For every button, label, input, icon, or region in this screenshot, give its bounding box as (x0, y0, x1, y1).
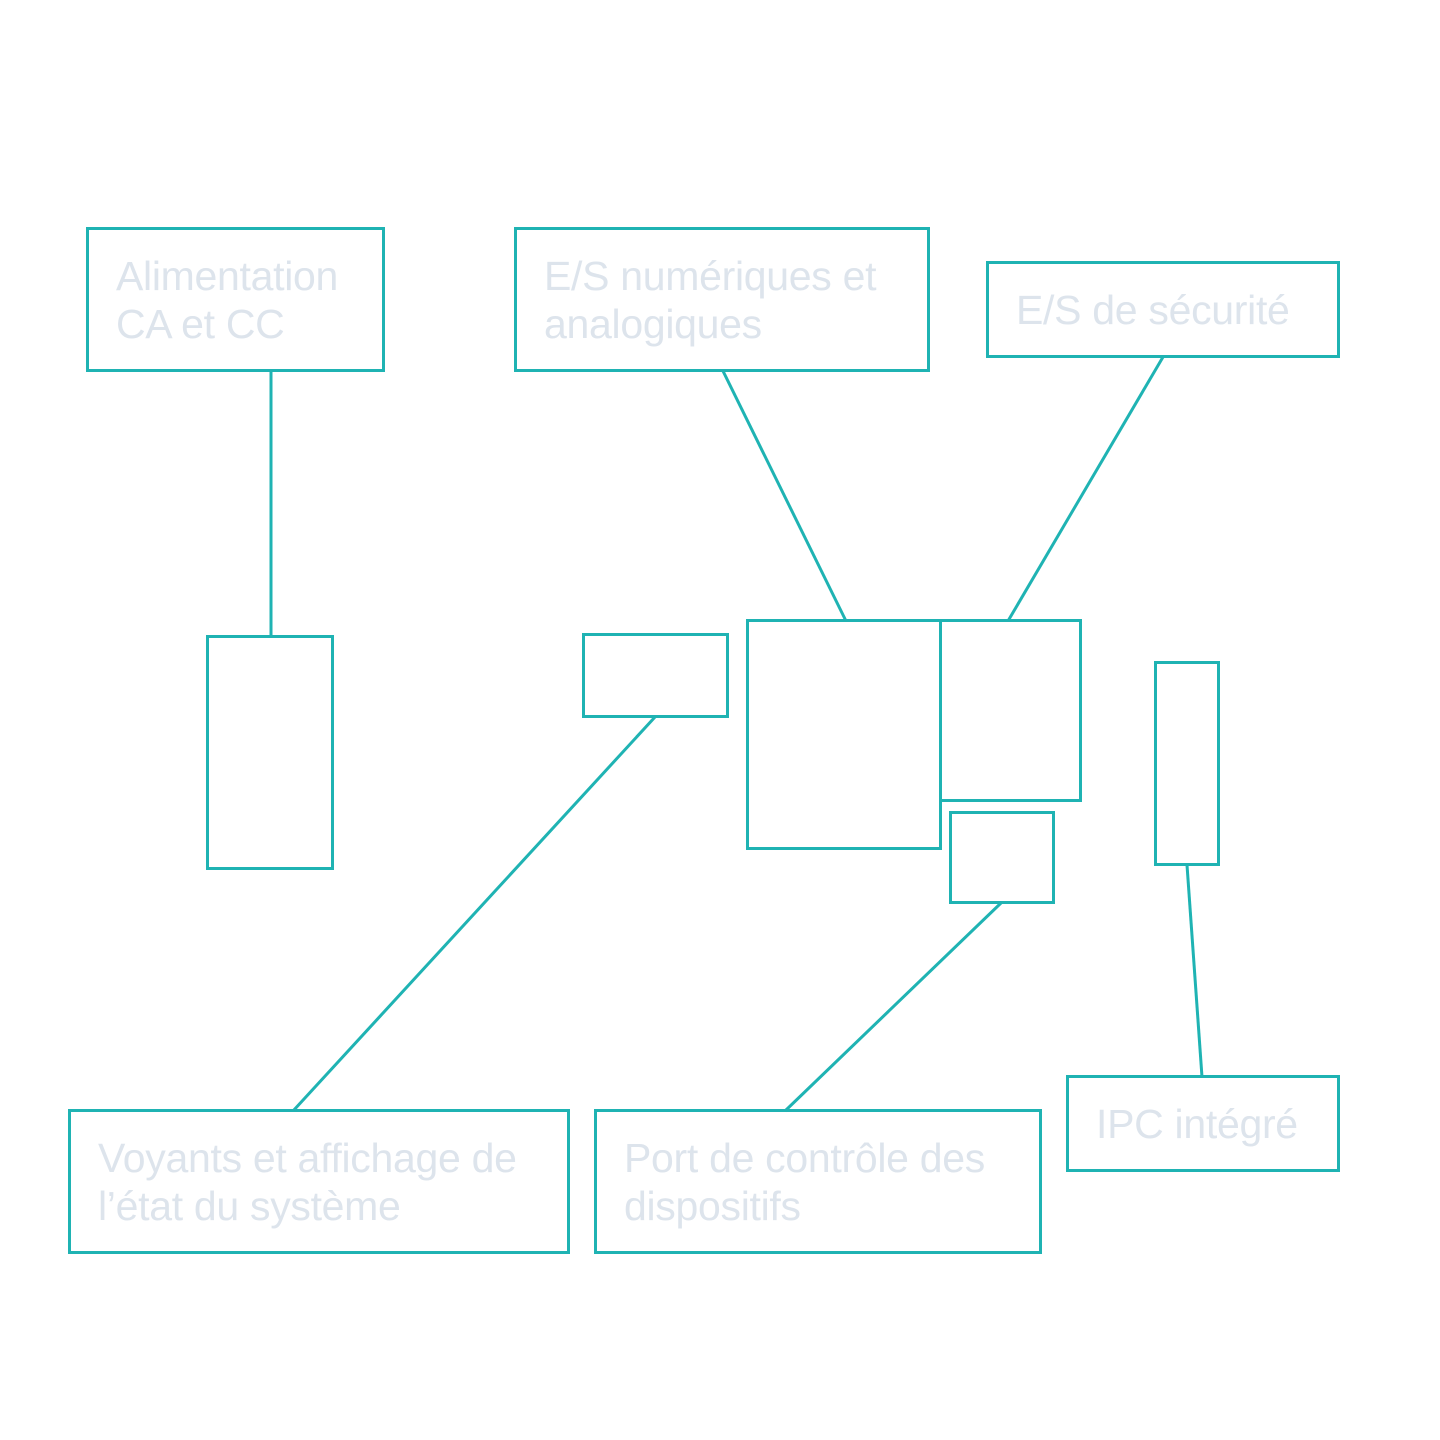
power-label: Alimentation CA et CC (116, 252, 339, 347)
status-display-label: Voyants et affichage de l’état du systèm… (98, 1134, 517, 1229)
status-display-component (582, 633, 729, 718)
ipc-connector-line (1185, 864, 1204, 1078)
digital-analog-io-label: E/S numériques et analogiques (544, 252, 877, 347)
safety-io-label: E/S de sécurité (1016, 286, 1290, 333)
device-port-connector-line (783, 901, 1003, 1113)
digital-analog-io-component (746, 619, 942, 850)
ipc-label: IPC intégré (1096, 1100, 1298, 1147)
ipc-component (1154, 661, 1220, 866)
status-display-label-box: Voyants et affichage de l’état du systèm… (68, 1109, 570, 1254)
safety-io-component (939, 619, 1082, 802)
status-display-connector-line (291, 715, 657, 1113)
digital-analog-io-connector-line (721, 370, 848, 622)
power-label-box: Alimentation CA et CC (86, 227, 385, 372)
power-supply-component (206, 635, 334, 870)
safety-io-label-box: E/S de sécurité (986, 261, 1340, 358)
safety-io-connector-line (1006, 356, 1165, 622)
device-port-component (949, 811, 1055, 904)
device-port-label-box: Port de contrôle des dispositifs (594, 1109, 1042, 1254)
ipc-label-box: IPC intégré (1066, 1075, 1340, 1172)
digital-analog-io-label-box: E/S numériques et analogiques (514, 227, 930, 372)
device-port-label: Port de contrôle des dispositifs (624, 1134, 985, 1229)
